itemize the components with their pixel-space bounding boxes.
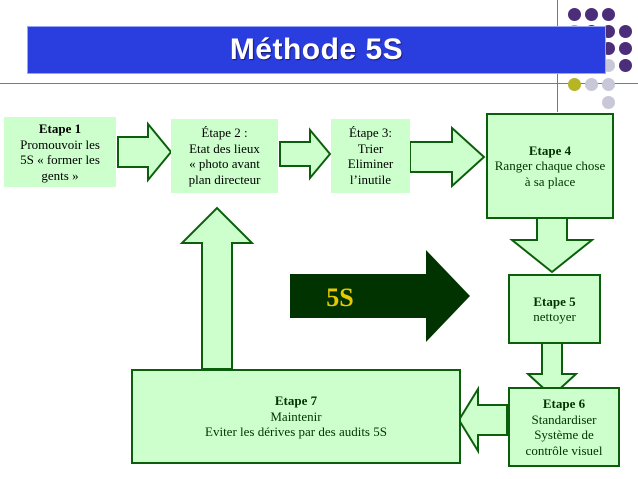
dot-icon: [602, 78, 615, 91]
dot-icon: [602, 96, 615, 109]
step6-text-2: Système de: [534, 427, 594, 442]
step6-title: Etape 6: [542, 396, 586, 411]
step5-title: Etape 5: [533, 293, 576, 309]
step4-text-1: Ranger chaque chose: [494, 158, 606, 174]
step1-box: Etape 1 Promouvoir les 5S « former les g…: [4, 117, 116, 187]
step2-text-1: Etat des lieux: [189, 140, 260, 156]
dot-icon: [585, 8, 598, 21]
dot-icon: [568, 78, 581, 91]
arrow-step6-to-step7: [457, 385, 508, 455]
arrow-step1-to-step2: [117, 121, 173, 183]
dot-icon: [619, 25, 632, 38]
step2-text-3: plan directeur: [188, 171, 261, 187]
step3-text-2: Eliminer: [347, 156, 394, 171]
step3-text-3: l’inutile: [349, 171, 392, 187]
dot-icon: [585, 78, 598, 91]
dot-icon: [619, 42, 632, 55]
arrow-step5-to-step6: [525, 342, 579, 398]
dot-icon: [568, 8, 581, 21]
step7-box: Etape 7 Maintenir Eviter les dérives par…: [131, 369, 461, 464]
step1-title: Etape 1: [38, 121, 82, 136]
page-title: Méthode 5S: [229, 33, 404, 66]
dot-icon: [619, 59, 632, 72]
step6-text-1: Standardiser: [531, 411, 597, 427]
step7-text-2: Eviter les dérives par des audits 5S: [205, 424, 387, 440]
step5-text-1: nettoyer: [533, 309, 576, 324]
arrow-step3-to-step4: [409, 125, 486, 189]
step2-title: Étape 2 :: [201, 125, 248, 140]
title-bar: Méthode 5S: [27, 26, 606, 74]
dot-icon: [602, 8, 615, 21]
step5-box: Etape 5 nettoyer: [508, 274, 601, 344]
step1-text-3: gents »: [41, 167, 79, 183]
step3-box: Étape 3: Trier Eliminer l’inutile: [331, 119, 410, 193]
decor-horizontal-line: [0, 83, 638, 84]
step1-text-1: Promouvoir les: [20, 136, 100, 152]
step3-title: Étape 3:: [349, 125, 392, 140]
center-label-5s: 5S: [326, 283, 354, 312]
step4-text-2: à sa place: [524, 173, 576, 189]
step7-text-1: Maintenir: [270, 408, 322, 424]
step1-text-2: 5S « former les: [20, 152, 100, 167]
step3-text-1: Trier: [357, 140, 384, 156]
step4-box: Etape 4 Ranger chaque chose à sa place: [486, 113, 614, 219]
arrow-step7-to-step2: [179, 206, 255, 370]
center-arrow: [290, 250, 470, 342]
arrow-step4-to-step5: [509, 217, 595, 274]
step2-box: Étape 2 : Etat des lieux « photo avant p…: [171, 119, 278, 193]
arrow-step2-to-step3: [279, 127, 332, 181]
step6-box: Etape 6 Standardiser Système de contrôle…: [508, 387, 620, 467]
step6-text-3: contrôle visuel: [525, 442, 603, 458]
step7-title: Etape 7: [274, 393, 318, 409]
step2-text-2: « photo avant: [189, 156, 260, 171]
step4-title: Etape 4: [528, 142, 572, 158]
